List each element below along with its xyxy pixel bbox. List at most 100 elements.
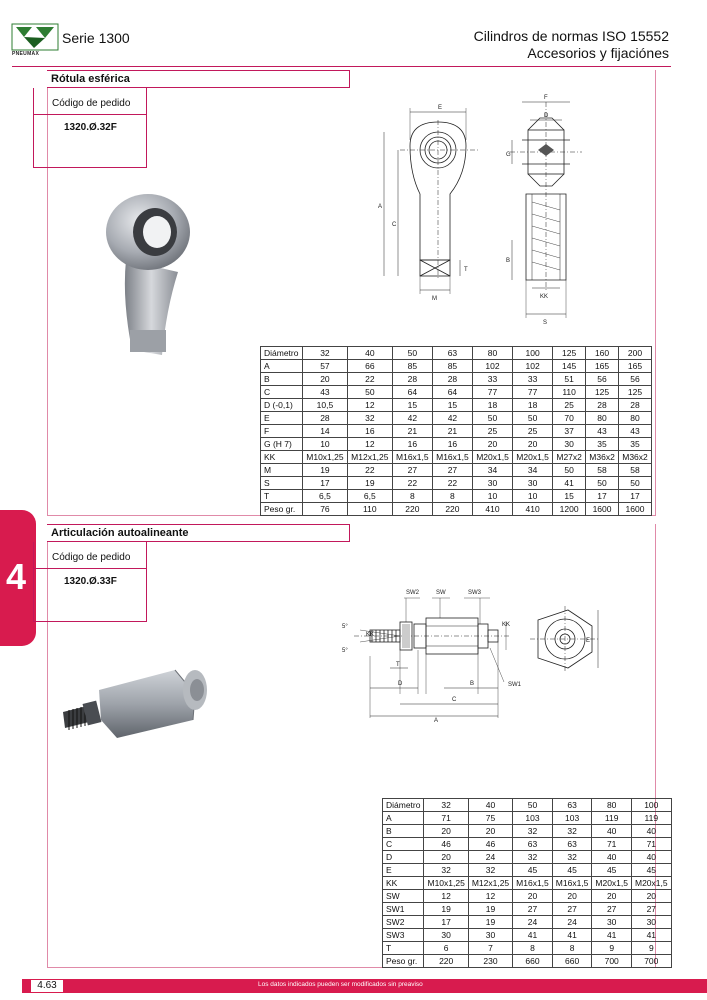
table-cell: 46: [467, 837, 514, 851]
table-cell: 17: [302, 476, 348, 490]
table-cell: 45: [631, 863, 672, 877]
table-cell: 28: [302, 411, 348, 425]
label-KK-left: KK: [366, 632, 374, 638]
table-cell: 46: [423, 837, 469, 851]
table-cell: 30: [591, 915, 632, 929]
pneumax-logo: [11, 23, 59, 51]
label-SW2: SW2: [406, 590, 420, 596]
table-cell: 37: [552, 424, 587, 438]
label-S: S: [543, 320, 547, 326]
table-cell: 200: [618, 346, 652, 360]
table-cell: 25: [471, 424, 514, 438]
table-cell: 27: [631, 902, 672, 916]
page-number: 4.63: [30, 979, 64, 993]
table-cell: 103: [551, 811, 593, 825]
table-cell: 165: [618, 359, 652, 373]
row-label: G (H 7): [260, 437, 303, 451]
label-T: T: [464, 267, 468, 273]
table-cell: 100: [512, 346, 554, 360]
table-cell: 20: [512, 889, 553, 903]
footer-bar: [22, 979, 707, 993]
table-cell: 45: [551, 863, 593, 877]
table-cell: 30: [512, 476, 554, 490]
table-cell: 410: [471, 502, 514, 516]
table-cell: 100: [631, 798, 672, 812]
table-cell: 119: [591, 811, 632, 825]
table-cell: 66: [346, 359, 393, 373]
label-E: E: [438, 105, 442, 111]
table-cell: 145: [552, 359, 587, 373]
series-title: Serie 1300: [62, 30, 130, 46]
table-cell: 28: [391, 372, 433, 386]
table-cell: 125: [585, 385, 619, 399]
table-cell: 25: [512, 424, 554, 438]
table-cell: 63: [431, 346, 473, 360]
coupler-drawing: SW2 SW SW3 KK KK 5° 5° T SW1 D B C A E: [342, 590, 600, 724]
table-cell: 19: [423, 902, 469, 916]
table-cell: 20: [471, 437, 514, 451]
table-cell: 103: [512, 811, 553, 825]
label-D: D: [544, 113, 549, 119]
table-cell: 34: [471, 463, 514, 477]
table-cell: 35: [585, 437, 619, 451]
table-cell: 64: [431, 385, 473, 399]
rod-end-photo: [106, 194, 190, 355]
order-divider: [34, 568, 146, 569]
title-line-2: Accesorios y fijaciónes: [527, 45, 669, 61]
table-cell: 40: [591, 824, 632, 838]
label-C: C: [392, 222, 397, 228]
table-cell: 80: [471, 346, 514, 360]
label-M: M: [432, 296, 437, 302]
table-cell: 50: [346, 385, 393, 399]
table-cell: 700: [591, 954, 632, 968]
table-cell: 71: [631, 837, 672, 851]
table-cell: M27x2: [552, 450, 587, 464]
table-cell: 10: [512, 489, 554, 503]
table-cell: 27: [551, 902, 593, 916]
table-cell: M36x2: [618, 450, 652, 464]
table-cell: 35: [618, 437, 652, 451]
table-cell: 700: [631, 954, 672, 968]
table-cell: 50: [618, 476, 652, 490]
label-B: B: [470, 681, 474, 687]
row-label: E: [260, 411, 303, 425]
table-cell: 7: [467, 941, 514, 955]
row-label: T: [381, 941, 425, 955]
table-cell: 85: [391, 359, 433, 373]
table-cell: 15: [391, 398, 433, 412]
table-cell: 40: [467, 798, 514, 812]
table-cell: 27: [431, 463, 473, 477]
table-cell: 45: [512, 863, 553, 877]
table-cell: 50: [512, 411, 554, 425]
table-cell: 63: [551, 798, 593, 812]
label-G: G: [506, 152, 511, 158]
table-cell: 30: [552, 437, 587, 451]
table-cell: 32: [512, 850, 553, 864]
table-cell: 12: [467, 889, 514, 903]
table-cell: 41: [591, 928, 632, 942]
label-five-deg-bottom: 5°: [342, 648, 348, 654]
table-cell: 9: [631, 941, 672, 955]
table-cell: 40: [631, 824, 672, 838]
table-cell: 17: [423, 915, 469, 929]
table-cell: 27: [512, 902, 553, 916]
table-cell: 63: [551, 837, 593, 851]
table-cell: 30: [467, 928, 514, 942]
table-cell: 19: [467, 915, 514, 929]
table-cell: 28: [618, 398, 652, 412]
row-label: Diámetro: [381, 798, 425, 812]
table-cell: 71: [591, 837, 632, 851]
label-F: F: [544, 95, 548, 101]
row-label: B: [260, 372, 303, 386]
section2-title: Articulación autoalineante: [47, 524, 350, 542]
row-label: SW: [381, 889, 425, 903]
label-A: A: [434, 718, 438, 724]
table-cell: 32: [551, 850, 593, 864]
